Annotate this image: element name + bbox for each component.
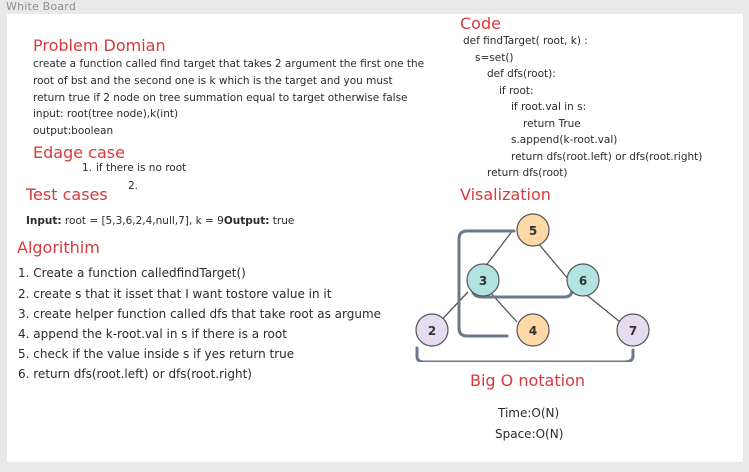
algorithm-step: 5. check if the value inside s if yes re… [18,347,295,361]
algorithm-step: 1. Create a function calledfindTarget() [18,266,246,280]
edge-case-heading: Edage case [33,143,125,162]
algorithm-step: 4. append the k-root.val in s if there i… [18,327,287,341]
svg-text:4: 4 [529,324,537,338]
problem-line: input: root(tree node),k(int) [33,108,179,120]
tree-node-4: 4 [516,313,550,347]
traversal-path [415,346,635,362]
code-line: s.append(k-root.val) [511,134,618,146]
code-heading: Code [460,14,501,33]
code-line: return dfs(root) [487,167,568,179]
edge-item-number: 2. [128,180,139,192]
input-label: Input: [26,215,62,227]
output-label: Output: [223,215,270,227]
algorithm-heading: Algorithim [17,238,100,257]
tree-node-5: 5 [516,213,550,247]
tree-edge [582,291,621,323]
tree-edge [487,289,518,323]
code-line: return dfs(root.left) or dfs(root.right) [511,151,703,163]
problem-line: root of bst and the second one is k whic… [33,75,393,87]
svg-text:5: 5 [529,224,537,238]
big-o-heading: Big O notation [470,371,585,390]
algorithm-steps: 1. Create a function calledfindTarget() … [18,266,398,386]
visualization-heading: Visalization [460,185,551,204]
svg-text:2: 2 [428,324,436,338]
tree-node-2: 2 [415,313,449,347]
board-title: White Board [6,0,77,13]
code-line: def findTarget( root, k) : [463,35,588,47]
code-line: s=set() [475,52,514,64]
whiteboard-canvas[interactable]: Problem Domian create a function called … [7,14,743,462]
code-line: if root: [499,85,534,97]
algorithm-step: 3. create helper function called dfs tha… [18,307,382,321]
output-value: true [269,215,295,227]
algorithm-step: 6. return dfs(root.left) or dfs(root.rig… [18,367,252,381]
edge-item-text: if there is no root [96,162,187,174]
code-line: return True [523,118,581,130]
problem-line: create a function called find target tha… [33,58,425,70]
svg-text:3: 3 [479,274,487,288]
code-line: def dfs(root): [487,68,556,80]
tree-node-3: 3 [466,263,500,297]
tree-node-7: 7 [616,313,650,347]
tree-node-6: 6 [566,263,600,297]
algorithm-step: 2. create s that it isset that I want to… [18,287,332,301]
time-complexity: Time:O(N) [498,406,560,420]
code-line: if root.val in s: [511,101,587,113]
space-complexity: Space:O(N) [495,427,564,441]
input-value: root = [5,3,6,2,4,null,7], k = 9 [61,215,224,227]
svg-text:6: 6 [579,274,587,288]
test-cases-heading: Test cases [26,185,108,204]
title-bar: White Board [0,0,749,14]
traversal-path [457,229,516,338]
tree-diagram: 5 3 6 2 4 7 [415,213,650,362]
problem-line: output:boolean [33,125,114,137]
problem-heading: Problem Domian [33,36,166,55]
test-case-line: Input: root = [5,3,6,2,4,null,7], k = 9O… [26,215,294,227]
edge-item-number: 1. [82,162,93,174]
svg-text:7: 7 [629,324,637,338]
problem-line: return true if 2 node on tree summation … [33,92,408,104]
